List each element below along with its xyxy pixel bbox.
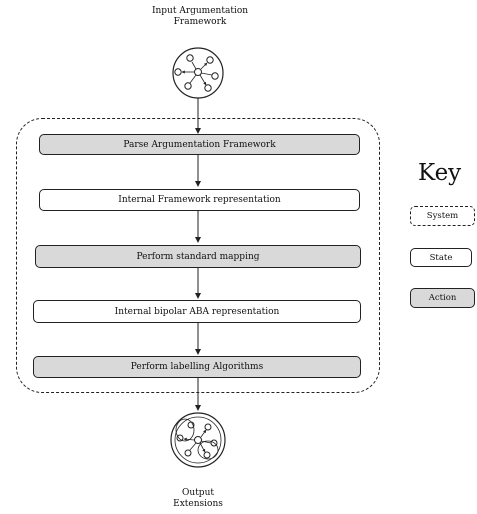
- key-title: Key: [418, 160, 462, 186]
- step-standard-mapping: Perform standard mapping: [35, 245, 361, 268]
- step-internal-framework: Internal Framework representation: [39, 189, 360, 211]
- key-state: State: [410, 248, 472, 267]
- output-extensions-icon: [170, 412, 226, 468]
- input-label: Input Argumentation Framework: [140, 6, 260, 28]
- input-label-line2: Framework: [173, 17, 227, 27]
- step-labelling-algorithms: Perform labelling Algorithms: [33, 356, 361, 378]
- input-label-line1: Input Argumentation: [151, 6, 249, 16]
- system-frame: [16, 118, 380, 393]
- input-framework-icon: [172, 47, 224, 99]
- output-label-line2: Extensions: [173, 499, 223, 509]
- output-label: Output Extensions: [148, 488, 248, 510]
- step-parse-framework: Parse Argumentation Framework: [39, 134, 360, 155]
- key-system: System: [410, 206, 475, 226]
- key-action: Action: [410, 288, 475, 308]
- output-label-line1: Output: [182, 488, 214, 498]
- step-internal-bipolar-aba: Internal bipolar ABA representation: [33, 300, 361, 323]
